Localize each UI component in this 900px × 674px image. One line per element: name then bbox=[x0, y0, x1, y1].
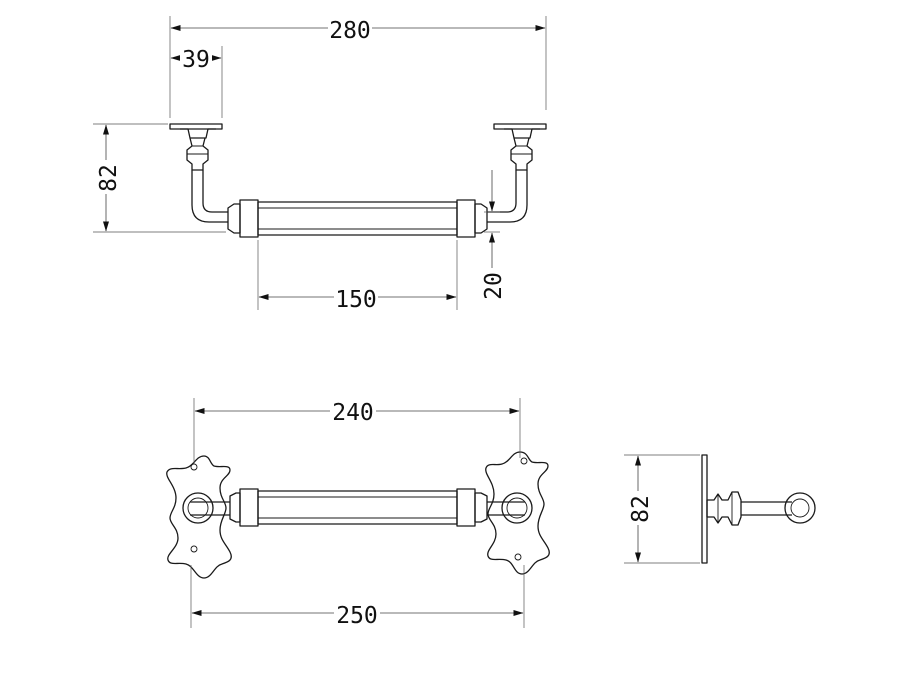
dim-82-side-label: 82 bbox=[628, 495, 654, 523]
left-mount bbox=[169, 123, 228, 223]
left-backplate bbox=[166, 455, 232, 579]
dim-82-top: 82 bbox=[93, 123, 226, 233]
dim-240-label: 240 bbox=[332, 400, 374, 426]
front-grip bbox=[229, 488, 488, 527]
dim-250: 250 bbox=[190, 565, 525, 629]
top-view: 280 39 82 150 bbox=[93, 16, 547, 313]
dim-280-label: 280 bbox=[329, 18, 371, 44]
dim-82-top-label: 82 bbox=[96, 164, 122, 192]
dim-280: 280 bbox=[169, 16, 547, 118]
top-grip bbox=[227, 199, 488, 238]
dim-20-label: 20 bbox=[481, 272, 507, 300]
right-backplate bbox=[485, 451, 550, 575]
dim-82-side: 82 bbox=[624, 454, 700, 564]
dim-39: 39 bbox=[170, 46, 223, 118]
front-view: 240 250 bbox=[166, 398, 550, 629]
dim-150: 150 bbox=[257, 240, 458, 313]
right-mount bbox=[487, 123, 547, 223]
dim-20: 20 bbox=[480, 170, 507, 302]
dim-150-label: 150 bbox=[335, 287, 377, 313]
dim-39-label: 39 bbox=[182, 47, 210, 73]
dim-250-label: 250 bbox=[336, 603, 378, 629]
dim-240: 240 bbox=[193, 398, 521, 464]
side-view: 82 bbox=[624, 454, 816, 564]
